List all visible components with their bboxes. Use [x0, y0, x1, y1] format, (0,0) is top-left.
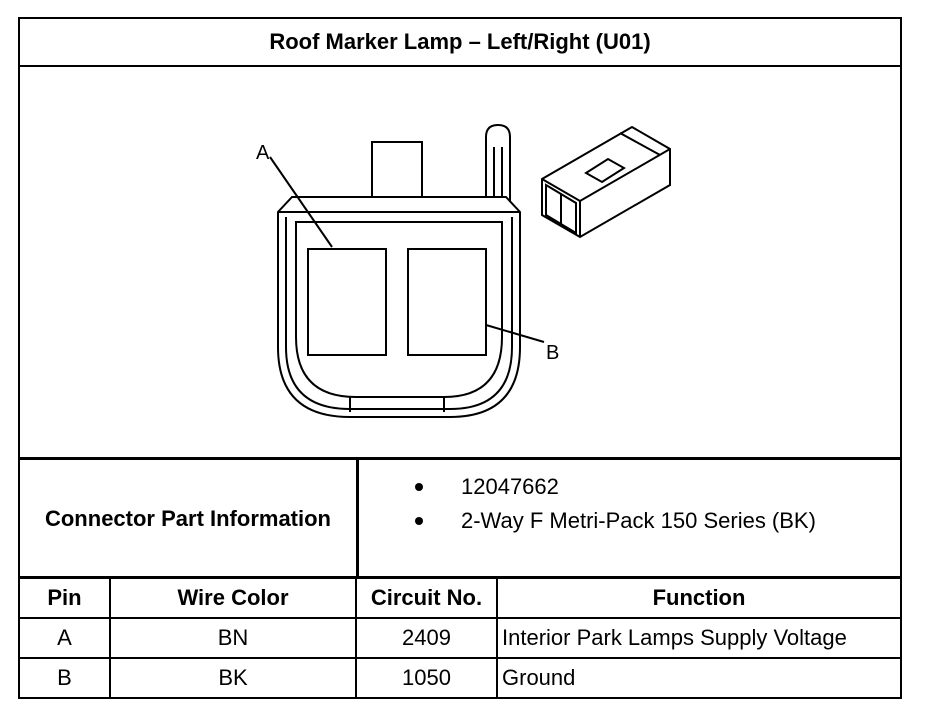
connector-drawing: A B: [256, 123, 671, 418]
connector-info-row: Connector Part Information 12047662 2-Wa…: [20, 457, 900, 577]
bullet-icon: [415, 517, 423, 525]
list-item: 2-Way F Metri-Pack 150 Series (BK): [415, 508, 816, 534]
callout-a: A: [256, 142, 270, 164]
wire-color-cell: BN: [109, 617, 357, 659]
function-cell: Interior Park Lamps Supply Voltage: [496, 617, 900, 659]
pin-table: Pin Wire Color Circuit No. Function A BN…: [20, 576, 900, 697]
connector-info-label: Connector Part Information: [20, 460, 359, 577]
connector-diagram: A B: [20, 67, 900, 457]
connector-sheet: Roof Marker Lamp – Left/Right (U01): [18, 17, 902, 699]
header-pin: Pin: [20, 576, 111, 619]
pin-cell: B: [20, 657, 111, 697]
connector-description: 2-Way F Metri-Pack 150 Series (BK): [461, 508, 816, 533]
table-header-row: Pin Wire Color Circuit No. Function: [20, 576, 900, 619]
page-title: Roof Marker Lamp – Left/Right (U01): [20, 19, 900, 67]
table-row: A BN 2409 Interior Park Lamps Supply Vol…: [20, 617, 900, 659]
connector-info-list: 12047662 2-Way F Metri-Pack 150 Series (…: [359, 460, 900, 577]
latch-tab: [371, 141, 423, 203]
terminal-cavity-a: [307, 248, 387, 356]
pin-cell: A: [20, 617, 111, 659]
bullet-icon: [415, 483, 423, 491]
circuit-cell: 2409: [355, 617, 498, 659]
header-wire-color: Wire Color: [109, 576, 357, 619]
terminal-cavity-b: [407, 248, 487, 356]
list-item: 12047662: [415, 474, 559, 500]
callout-leader-b: [485, 324, 545, 343]
wire-color-cell: BK: [109, 657, 357, 697]
table-row: B BK 1050 Ground: [20, 657, 900, 697]
lock-finger: [485, 123, 511, 212]
header-circuit-no: Circuit No.: [355, 576, 498, 619]
callout-leader-a: [269, 156, 333, 248]
callout-b: B: [546, 342, 559, 364]
part-number: 12047662: [461, 474, 559, 499]
circuit-cell: 1050: [355, 657, 498, 697]
connector-iso-view: [541, 125, 671, 239]
header-function: Function: [496, 576, 900, 619]
function-cell: Ground: [496, 657, 900, 697]
